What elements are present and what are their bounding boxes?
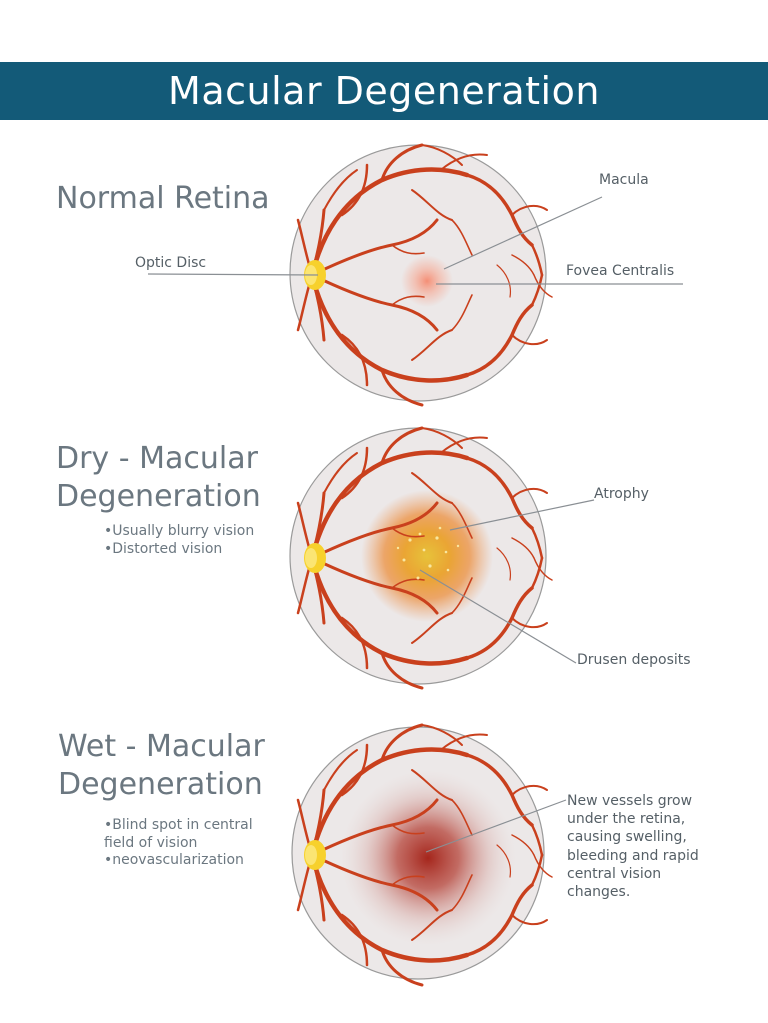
section-title-dry: Dry - Macular Degeneration: [56, 440, 261, 516]
label-drusen-deposits: Drusen deposits: [577, 652, 691, 668]
label-optic-disc: Optic Disc: [135, 255, 207, 271]
bullet-item: •Distorted vision: [104, 540, 223, 557]
label-line: causing swelling,: [567, 829, 687, 846]
retina-wet: [291, 725, 552, 985]
bullet-item: field of vision: [104, 834, 198, 851]
bullet-item: •Blind spot in central: [104, 817, 253, 833]
leader-lines-wet: [425, 799, 567, 853]
label-line: central vision: [567, 865, 662, 882]
bullets-wet: •Blind spot in central field of vision •…: [104, 817, 253, 870]
drusen-dots: [396, 526, 460, 580]
bullet-item: •Usually blurry vision: [104, 523, 255, 539]
title-line: Normal Retina: [56, 181, 270, 216]
leader-lines-dry: [419, 499, 595, 664]
page-title: Macular Degeneration: [168, 69, 600, 113]
bullet-item: •neovascularization: [104, 852, 244, 868]
title-line: Degeneration: [56, 479, 261, 514]
title-line: Degeneration: [58, 767, 263, 802]
section-title-normal-retina: Normal Retina: [56, 180, 270, 218]
section-title-wet: Wet - Macular Degeneration: [58, 728, 265, 804]
label-new-vessels: New vessels grow under the retina, causi…: [567, 792, 699, 901]
label-line: changes.: [567, 884, 631, 901]
label-macula: Macula: [599, 172, 649, 188]
leader-lines-normal: [147, 196, 683, 285]
retina-dry: [289, 428, 552, 688]
retina-normal: [289, 145, 552, 405]
bullets-dry: •Usually blurry vision •Distorted vision: [104, 523, 254, 558]
label-line: under the retina,: [567, 811, 686, 828]
label-atrophy: Atrophy: [594, 486, 649, 502]
label-fovea-centralis: Fovea Centralis: [566, 263, 675, 279]
header-banner: Macular Degeneration: [0, 62, 768, 120]
label-line: New vessels grow: [567, 793, 693, 809]
label-line: bleeding and rapid: [567, 847, 699, 864]
title-line: Wet - Macular: [58, 729, 265, 764]
title-line: Dry - Macular: [56, 441, 258, 476]
